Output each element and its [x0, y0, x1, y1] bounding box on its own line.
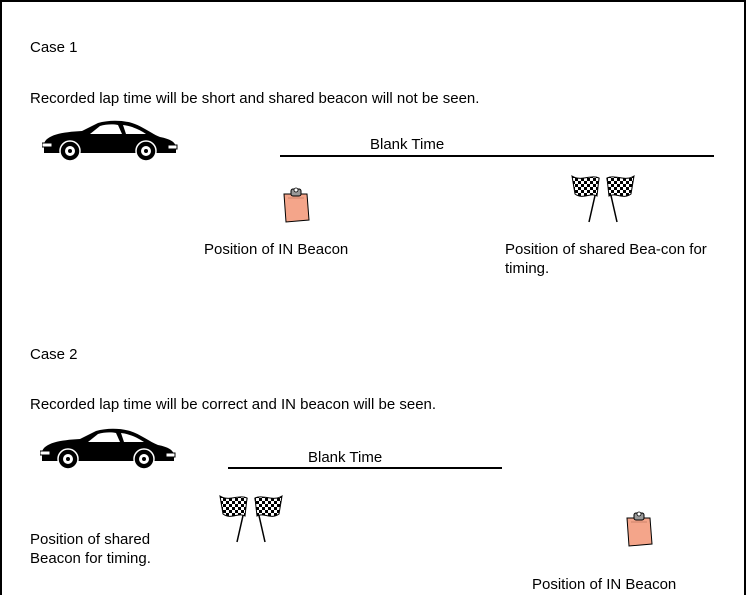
case2-shared-beacon-label: Position of shared Beacon for timing.	[30, 531, 151, 567]
race-car-icon	[40, 428, 176, 470]
case1-in-beacon-label: Position of IN Beacon	[204, 241, 349, 258]
case2-blank-time-line	[228, 467, 502, 469]
checkered-flags-icon	[219, 494, 283, 543]
case2-title: Case 2	[30, 346, 78, 363]
case1-title: Case 1	[30, 39, 78, 56]
case1-description: Recorded lap time will be short and shar…	[30, 90, 480, 107]
case1-blank-time-label: Blank Time	[370, 136, 445, 153]
checkered-flags-icon	[571, 174, 635, 223]
case1-blank-time-line	[280, 155, 714, 157]
race-car-icon	[42, 120, 178, 162]
clipboard-icon	[283, 187, 310, 223]
case2-description: Recorded lap time will be correct and IN…	[30, 396, 437, 413]
case1-shared-beacon-label: Position of shared Bea-con for timing.	[505, 241, 707, 277]
clipboard-icon	[626, 511, 653, 547]
case2-blank-time-label: Blank Time	[308, 449, 383, 466]
case2-in-beacon-label: Position of IN Beacon	[532, 576, 677, 593]
